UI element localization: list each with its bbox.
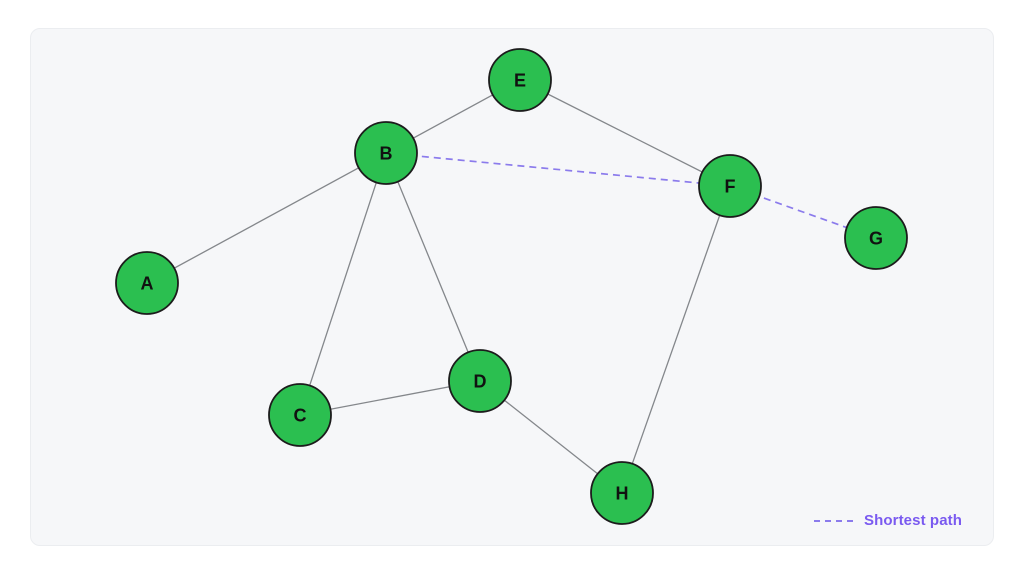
node-E: [488, 48, 552, 112]
edge-B-C: [299, 152, 387, 416]
shortest-path-dash-icon: [814, 519, 855, 522]
node-A: [115, 251, 179, 315]
edge-F-H: [621, 185, 731, 494]
node-F: [698, 154, 762, 218]
edge-E-F: [519, 79, 731, 187]
edge-B-F-shortest-path: [385, 152, 731, 187]
edge-A-B: [146, 152, 387, 284]
node-G: [844, 206, 908, 270]
edge-B-D: [385, 152, 481, 382]
node-C: [268, 383, 332, 447]
legend-label: Shortest path: [864, 512, 962, 529]
node-H: [590, 461, 654, 525]
graph-canvas-card: Shortest path: [30, 28, 994, 546]
shortest-path-legend: Shortest path: [813, 512, 962, 529]
node-B: [354, 121, 418, 185]
node-D: [448, 349, 512, 413]
